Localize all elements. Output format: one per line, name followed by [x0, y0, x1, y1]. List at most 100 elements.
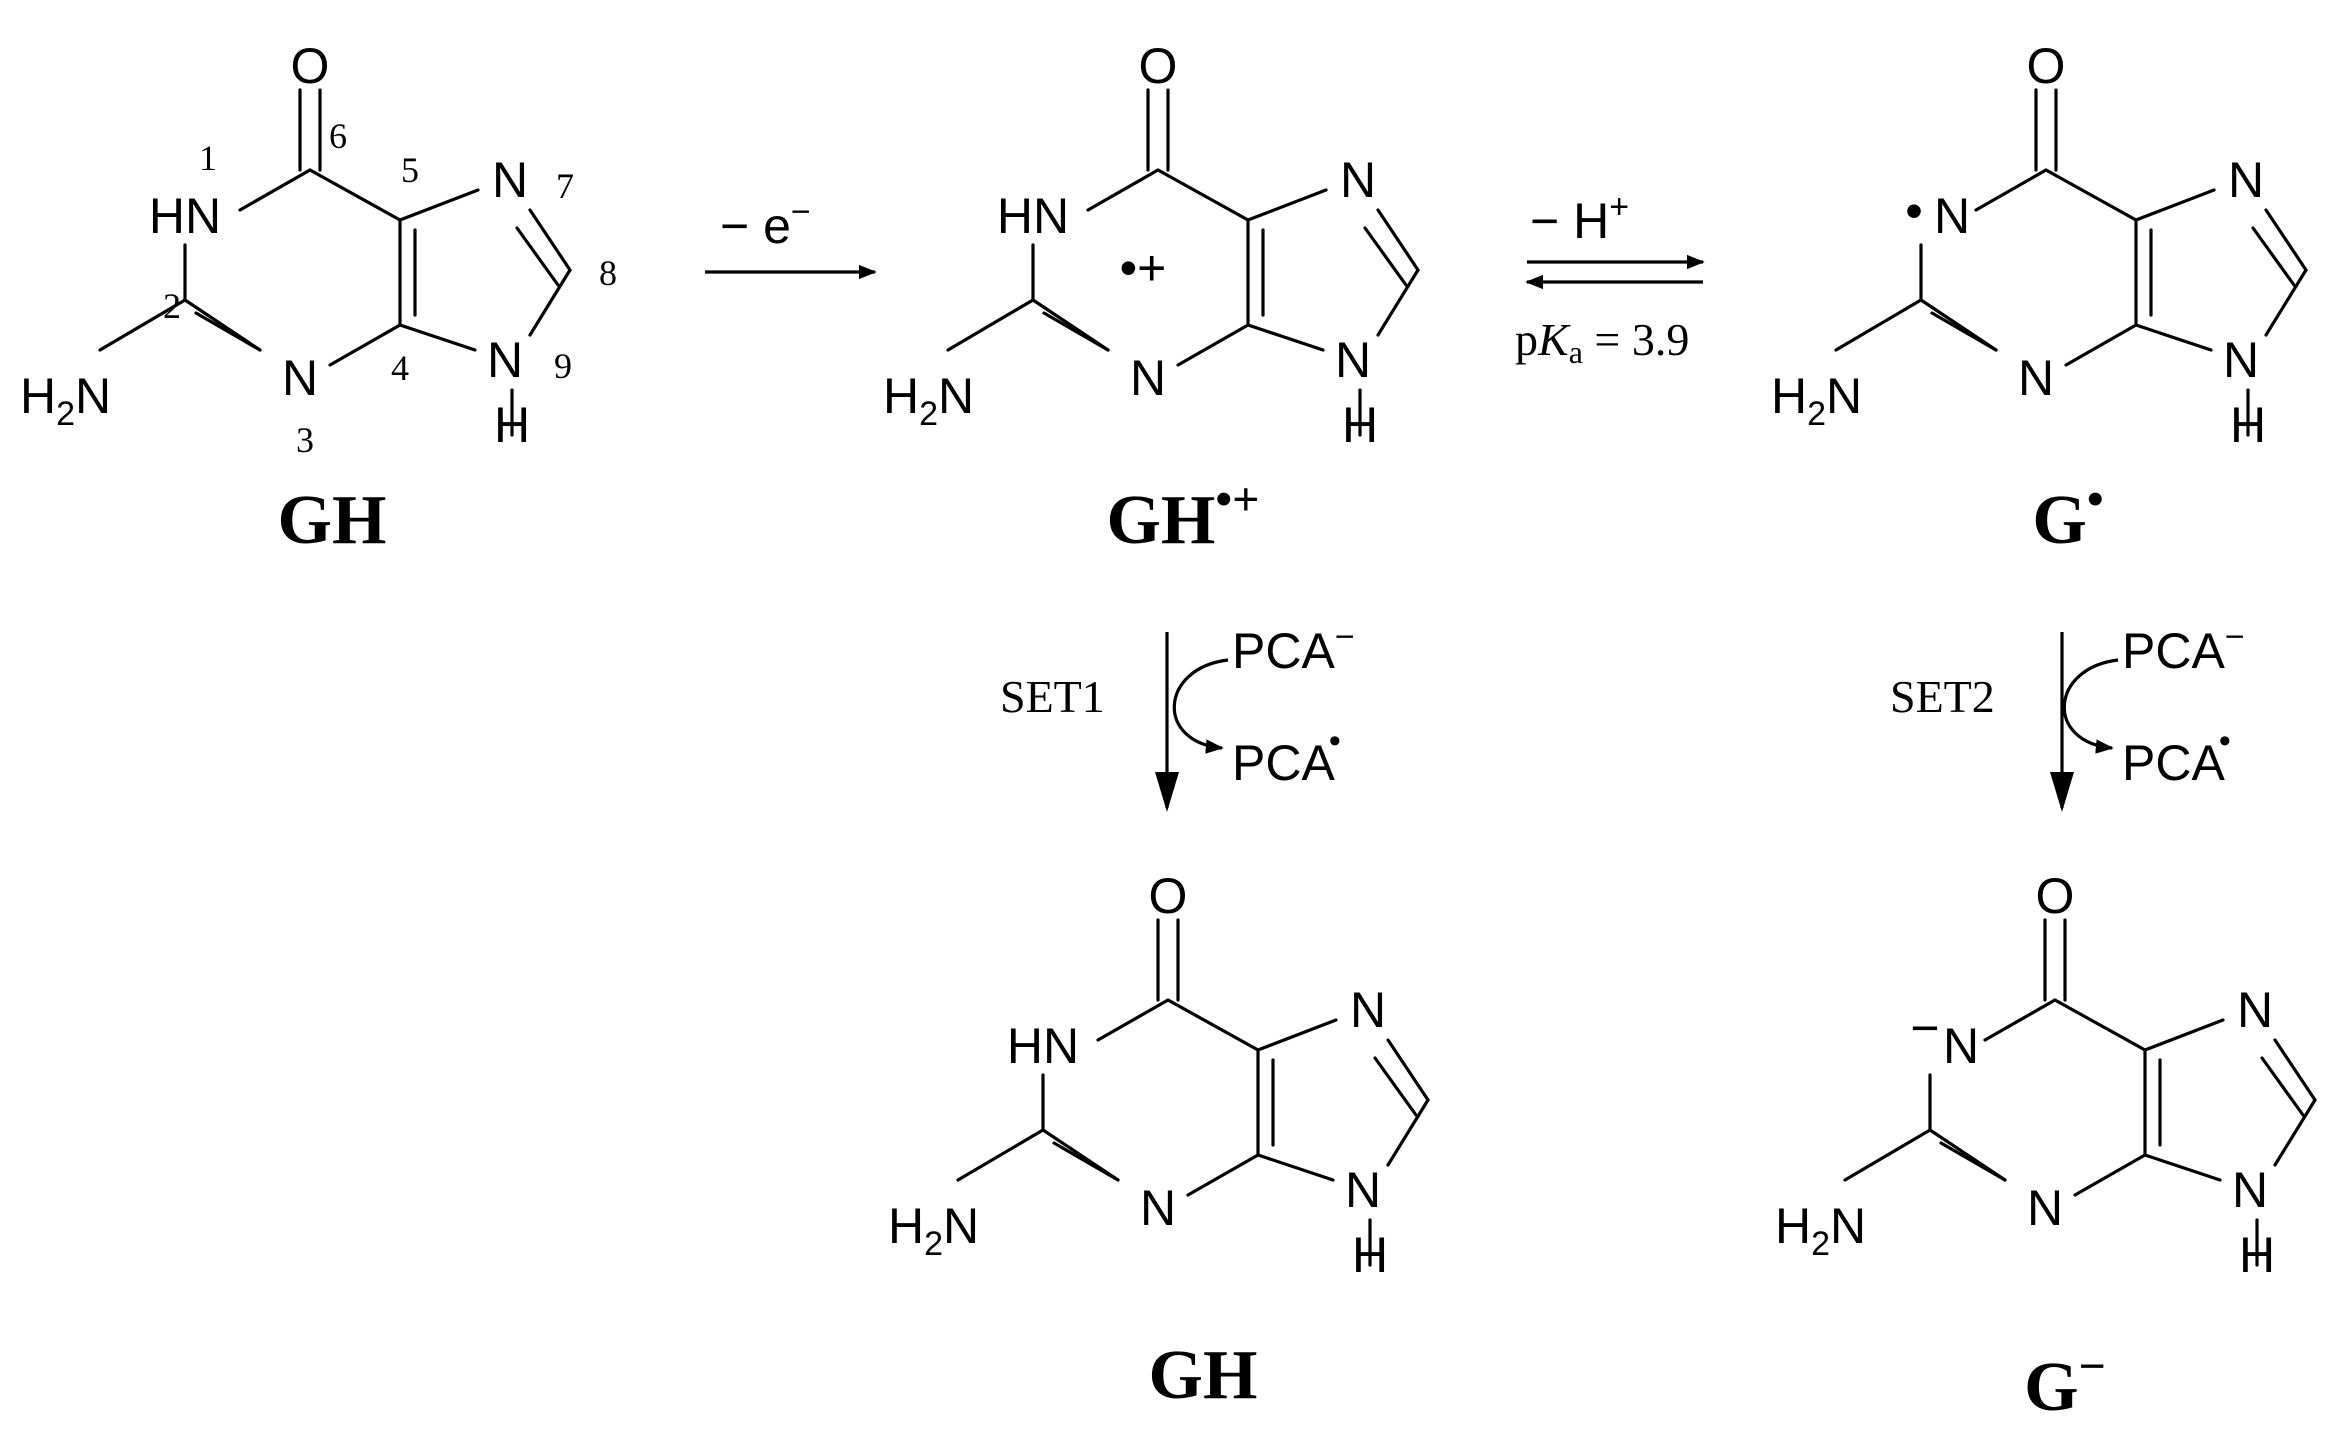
set1-label: SET1: [1000, 671, 1105, 722]
nh2-n: N: [943, 1198, 979, 1254]
set2-reactant: PCA−: [2122, 618, 2245, 679]
compound-sup: −: [2079, 1340, 2106, 1393]
pka-number: = 3.9: [1583, 314, 1689, 365]
set2-product-sup: •: [2219, 722, 2231, 760]
nh2-n: N: [1826, 368, 1862, 424]
atom-hn: HN: [149, 188, 221, 244]
nh2-sub: 2: [1811, 1225, 1830, 1263]
atom-h9: H: [2230, 397, 2266, 453]
position-4: 4: [391, 348, 409, 388]
atom-n9: N: [2232, 1162, 2268, 1218]
compound-label-gh: GH: [278, 482, 387, 559]
guanine-gh-top: O HN N N N H H2N 1 2 3 4 5 6 7 8 9 GH: [20, 38, 617, 559]
nh2-sub: 2: [1807, 395, 1826, 433]
atom-n9: N: [1335, 332, 1371, 388]
atom-hn: HN: [997, 188, 1069, 244]
reagent-proton: − H+: [1530, 188, 1629, 249]
set1-product-text: PCA: [1232, 735, 1335, 791]
nh2-h: H: [883, 368, 919, 424]
reagent-sup: +: [1609, 188, 1629, 226]
compound-label-g-radical: G•: [2032, 473, 2103, 559]
anion-mark: −: [1910, 1000, 1939, 1056]
position-3: 3: [296, 420, 314, 460]
compound-label-g-anion: G−: [2024, 1340, 2106, 1426]
set2-label: SET2: [1890, 671, 1995, 722]
compound-sup: •+: [1215, 473, 1259, 526]
position-7: 7: [556, 166, 574, 206]
guanine-radical-cation: O HN N N N H H2N •+ GH•+: [883, 38, 1420, 559]
set1-step: SET1 PCA− PCA•: [1000, 618, 1355, 812]
guanine-anion: O N − N N N H H2N G−: [1775, 868, 2317, 1426]
set1-reactant-sup: −: [1335, 618, 1355, 656]
pka-k: K: [1537, 314, 1571, 365]
atom-nh2: H2N: [1771, 368, 1862, 433]
nh2-h: H: [20, 368, 56, 424]
atom-n7: N: [492, 152, 528, 208]
atom-n3: N: [282, 350, 318, 406]
radical-cation-mark: •+: [1120, 240, 1167, 296]
position-1: 1: [199, 138, 217, 178]
pka-value: pKa = 3.9: [1515, 314, 1689, 370]
set1-reactant-text: PCA: [1232, 623, 1335, 679]
oxidation-step: − e−: [705, 193, 877, 280]
reagent-text: − H: [1530, 193, 1609, 249]
atom-hn: HN: [1007, 1018, 1079, 1074]
atom-n9: N: [2223, 332, 2259, 388]
compound-name: G: [2032, 482, 2086, 559]
compound-name: GH: [278, 482, 387, 559]
guanine-radical: O N • N N N H H2N G•: [1771, 38, 2308, 559]
atom-o: O: [291, 38, 330, 94]
atom-nh2: H2N: [883, 368, 974, 433]
atom-nh2: H2N: [1775, 1198, 1866, 1263]
compound-label-gh-cation: GH•+: [1106, 473, 1259, 559]
position-9: 9: [554, 346, 572, 386]
set2-curved-arrow: [2062, 658, 2119, 754]
nh2-n: N: [1830, 1198, 1866, 1254]
reagent-text: − e: [720, 198, 791, 254]
nh2-sub: 2: [919, 395, 938, 433]
set1-product: PCA•: [1232, 722, 1341, 791]
atom-n3: N: [1140, 1180, 1176, 1236]
nh2-n: N: [938, 368, 974, 424]
atom-h9: H: [1352, 1227, 1388, 1283]
atom-o: O: [1149, 868, 1188, 924]
atom-n7: N: [1350, 982, 1386, 1038]
atom-n3: N: [2018, 350, 2054, 406]
atom-nh2: H2N: [888, 1198, 979, 1263]
set1-reactant: PCA−: [1232, 618, 1355, 679]
nh2-h: H: [888, 1198, 924, 1254]
position-8: 8: [599, 253, 617, 293]
compound-sup: •: [2087, 473, 2104, 526]
nh2-h: H: [1775, 1198, 1811, 1254]
position-5: 5: [401, 150, 419, 190]
set1-curved-arrow: [1172, 658, 1229, 754]
pka-p: p: [1515, 314, 1538, 365]
compound-name: GH: [1106, 482, 1215, 559]
atom-o: O: [2036, 868, 2075, 924]
position-2: 2: [163, 286, 181, 326]
nh2-sub: 2: [924, 1225, 943, 1263]
set2-product: PCA•: [2122, 722, 2231, 791]
nh2-sub: 2: [56, 395, 75, 433]
atom-n3: N: [1130, 350, 1166, 406]
compound-name: GH: [1149, 1337, 1258, 1414]
reagent-electron: − e−: [720, 193, 811, 254]
atom-n7: N: [2228, 152, 2264, 208]
pka-sub: a: [1569, 334, 1583, 370]
atom-n1: N: [1934, 188, 1970, 244]
deprotonation-step: − H+ pKa = 3.9: [1515, 188, 1705, 370]
atom-n1: N: [1943, 1018, 1979, 1074]
set1-product-sup: •: [1329, 722, 1341, 760]
compound-name: G: [2024, 1349, 2078, 1426]
reagent-sup: −: [791, 193, 811, 231]
atom-o: O: [2027, 38, 2066, 94]
atom-n7: N: [2237, 982, 2273, 1038]
atom-n9: N: [1345, 1162, 1381, 1218]
compound-label-gh-bottom: GH: [1149, 1337, 1258, 1414]
atom-n9: N: [487, 332, 523, 388]
set2-product-text: PCA: [2122, 735, 2225, 791]
set2-reactant-text: PCA: [2122, 623, 2225, 679]
atom-o: O: [1139, 38, 1178, 94]
nh2-n: N: [75, 368, 111, 424]
position-6: 6: [329, 116, 347, 156]
